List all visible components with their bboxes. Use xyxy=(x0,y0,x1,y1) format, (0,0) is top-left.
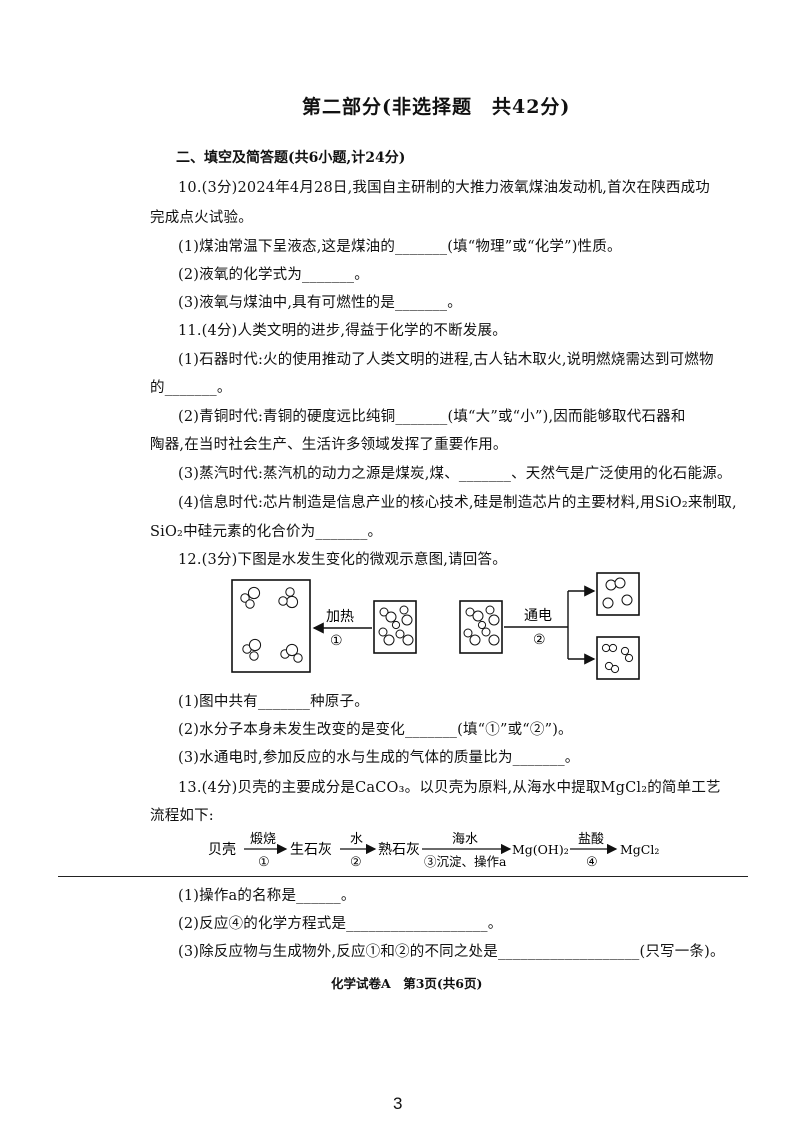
q11-part2-line2: 陶器,在当时社会生产、生活许多领域发挥了重要作用。 xyxy=(150,437,508,453)
q11-part4-line1: (4)信息时代:芯片制造是信息产业的核心技术,硅是制造芯片的主要材料,用SiO₂… xyxy=(178,495,737,511)
q12-stem: 12.(3分)下图是水发生变化的微观示意图,请回答。 xyxy=(178,552,507,568)
q11-part3: (3)蒸汽时代:蒸汽机的动力之源是煤炭,煤、_______、天然气是广泛使用的化… xyxy=(178,466,732,482)
box-oxygen xyxy=(596,572,640,616)
section-heading: 二、填空及简答题(共6小题,计24分) xyxy=(176,150,406,166)
process-flow-diagram: 贝壳 煅烧 ① 生石灰 水 ② 熟石灰 海水 ③沉淀、操作a Mg(OH)₂ 盐… xyxy=(208,831,659,870)
flow-arrow2-label: 水 xyxy=(350,832,363,847)
q11-part1-line1: (1)石器时代:火的使用推动了人类文明的进程,古人钻木取火,说明燃烧需达到可燃物 xyxy=(178,352,714,368)
q10-stem-line2: 完成点火试验。 xyxy=(150,210,253,226)
molecule-a3 xyxy=(242,638,262,661)
page-title: 第二部分(非选择题 共42分) xyxy=(302,96,571,118)
flow-node-shell: 贝壳 xyxy=(208,841,236,858)
q10-stem-line1: 10.(3分)2024年4月28日,我国自主研制的大推力液氧煤油发动机,首次在陕… xyxy=(178,180,710,196)
box-liquid-water xyxy=(373,600,417,654)
box-water xyxy=(459,600,503,654)
flow-arrow1-label: 煅烧 xyxy=(250,831,276,847)
molecules-c xyxy=(463,605,500,646)
q13-part1: (1)操作a的名称是______。 xyxy=(178,888,356,904)
arrow-heating-label: 加热 xyxy=(326,609,354,625)
q11-stem: 11.(4分)人类文明的进步,得益于化学的不断发展。 xyxy=(178,323,507,339)
molecule-a2 xyxy=(278,587,299,609)
flow-node-mgoh2: Mg(OH)₂ xyxy=(512,842,569,857)
flow-arrow4-step: ④ xyxy=(586,855,598,870)
box-water-vapor xyxy=(231,579,311,673)
molecules-b xyxy=(378,605,414,646)
arrow-heating-step: ① xyxy=(330,633,343,649)
flow-node-slaked-lime: 熟石灰 xyxy=(378,842,420,858)
q13-part3: (3)除反应物与生成物外,反应①和②的不同之处是________________… xyxy=(178,944,725,960)
flow-node-quicklime: 生石灰 xyxy=(290,842,332,858)
q10-part3: (3)液氧与煤油中,具有可燃性的是_______。 xyxy=(178,295,462,311)
molecules-d xyxy=(602,577,633,609)
flow-node-mgcl2: MgCl₂ xyxy=(620,842,659,857)
q13-part2: (2)反应④的化学方程式是___________________。 xyxy=(178,916,503,932)
flow-arrow3-label: 海水 xyxy=(452,832,478,847)
flow-arrow3-step: ③沉淀、操作a xyxy=(424,854,507,869)
molecule-a4 xyxy=(280,643,303,663)
q12-part3: (3)水通电时,参加反应的水与生成的气体的质量比为_______。 xyxy=(178,750,580,766)
molecules-e xyxy=(601,643,634,674)
box-hydrogen xyxy=(596,636,640,680)
page-number: 3 xyxy=(393,1094,403,1113)
q11-part4-line2: SiO₂中硅元素的化合价为_______。 xyxy=(150,524,383,540)
q11-part1-line2: 的_______。 xyxy=(150,380,232,396)
q13-stem-line2: 流程如下: xyxy=(150,808,214,824)
flow-arrow4-label: 盐酸 xyxy=(578,832,604,847)
arrow-electrolysis-label: 通电 xyxy=(524,608,552,624)
water-change-diagram: 加热 ① 通电 ② xyxy=(231,572,640,680)
fold-line xyxy=(58,876,748,877)
q10-part1: (1)煤油常温下呈液态,这是煤油的_______(填“物理”或“化学”)性质。 xyxy=(178,239,622,255)
molecule-a1 xyxy=(240,586,261,609)
q12-part1: (1)图中共有_______种原子。 xyxy=(178,694,369,710)
flow-arrow2-step: ② xyxy=(350,855,362,870)
page-footer: 化学试卷A 第3页(共6页) xyxy=(331,976,483,991)
q13-stem-line1: 13.(4分)贝壳的主要成分是CaCO₃。以贝壳为原料,从海水中提取MgCl₂的… xyxy=(178,780,721,796)
q10-part2: (2)液氧的化学式为_______。 xyxy=(178,267,369,283)
q12-part2: (2)水分子本身未发生改变的是变化_______(填“①”或“②”)。 xyxy=(178,722,573,738)
flow-arrow1-step: ① xyxy=(258,855,270,870)
arrow-electrolysis-step: ② xyxy=(533,632,546,648)
q11-part2-line1: (2)青铜时代:青铜的硬度远比纯铜_______(填“大”或“小”),因而能够取… xyxy=(178,409,686,425)
